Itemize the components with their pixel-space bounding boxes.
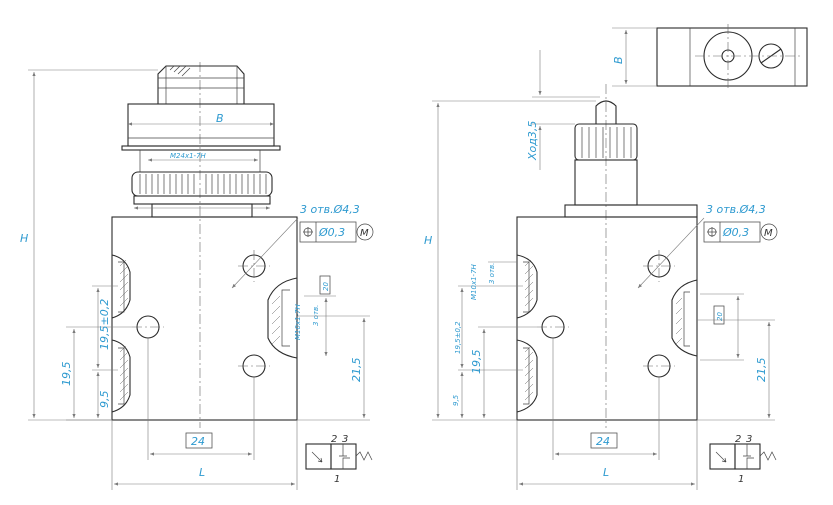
right-l-label: L [603,466,609,479]
right-port-count: 3 отв. [488,263,496,284]
right-b-label: B [612,56,625,64]
right-dim-19-5-tol: 19,5±0,2 [454,321,462,354]
right-top-view [656,24,808,90]
left-port-side [267,277,298,359]
left-h-label: H [20,232,28,245]
left-depth-box: 20 [322,282,330,291]
right-center-label: 24 [596,435,610,448]
left-tolerance-frame: Ø0,3 M [299,221,374,243]
right-holes-label: 3 отв.Ø4,3 [706,203,766,216]
left-body [111,216,298,421]
right-port-lower [516,339,538,413]
right-h-label: H [424,234,432,247]
left-center-label: 24 [191,435,205,448]
left-cap [127,103,275,147]
left-dim-21-5: 21,5 [350,358,363,383]
left-dim-9-5: 9,5 [98,391,111,409]
left-dim-19-5: 19,5 [60,362,73,387]
right-depth-box: 20 [716,312,724,321]
right-dim-9-5: 9,5 [452,394,460,406]
left-valve-symbol: 2 3 1 [305,434,373,485]
right-view: B [424,24,808,490]
left-b-label: B [216,112,224,125]
left-port-count: 3 отв. [312,305,320,326]
right-port-thread: M10x1-7H [470,263,478,300]
left-knurl-pattern [139,174,267,194]
left-port-upper [111,254,131,319]
left-center-box [185,432,213,449]
left-port-lower [111,339,131,413]
right-symbol-port-2: 2 [735,434,741,445]
right-tolerance-modifier: M [764,228,773,239]
right-dim-19-5: 19,5 [470,350,483,375]
left-knurled-ring [131,171,273,197]
left-symbol-port-2: 2 [331,434,337,445]
right-actuator-knurl [574,123,638,161]
right-valve-symbol: 2 3 1 [709,434,777,485]
left-thread-label: M24x1-7H [170,152,207,160]
right-symbol-port-1: 1 [738,474,744,485]
right-port-side [671,279,698,357]
right-tolerance-value: Ø0,3 [722,226,749,239]
left-view: 3 отв.Ø4,3 Ø0,3 M B M24x1-7H H 19,5 [20,62,374,490]
left-symbol-port-1: 1 [334,474,340,485]
right-body [516,216,698,421]
right-stroke-label: Ход3,5 [526,121,539,161]
right-symbol-port-3: 3 [746,434,752,445]
right-center-box [590,432,618,449]
left-hex-nut [157,65,245,104]
right-port-upper [516,254,538,319]
right-tolerance-frame: Ø0,3 M [703,221,778,243]
left-port-thread: M10x1-7H [294,303,302,340]
left-symbol-port-3: 3 [342,434,348,445]
left-tolerance-modifier: M [360,228,369,239]
right-dim-21-5: 21,5 [755,358,768,383]
left-l-label: L [199,466,205,479]
left-tolerance-value: Ø0,3 [318,226,345,239]
left-holes-label: 3 отв.Ø4,3 [300,203,360,216]
right-plunger [595,100,617,124]
left-dim-19-5-tol: 19,5±0,2 [98,299,111,350]
